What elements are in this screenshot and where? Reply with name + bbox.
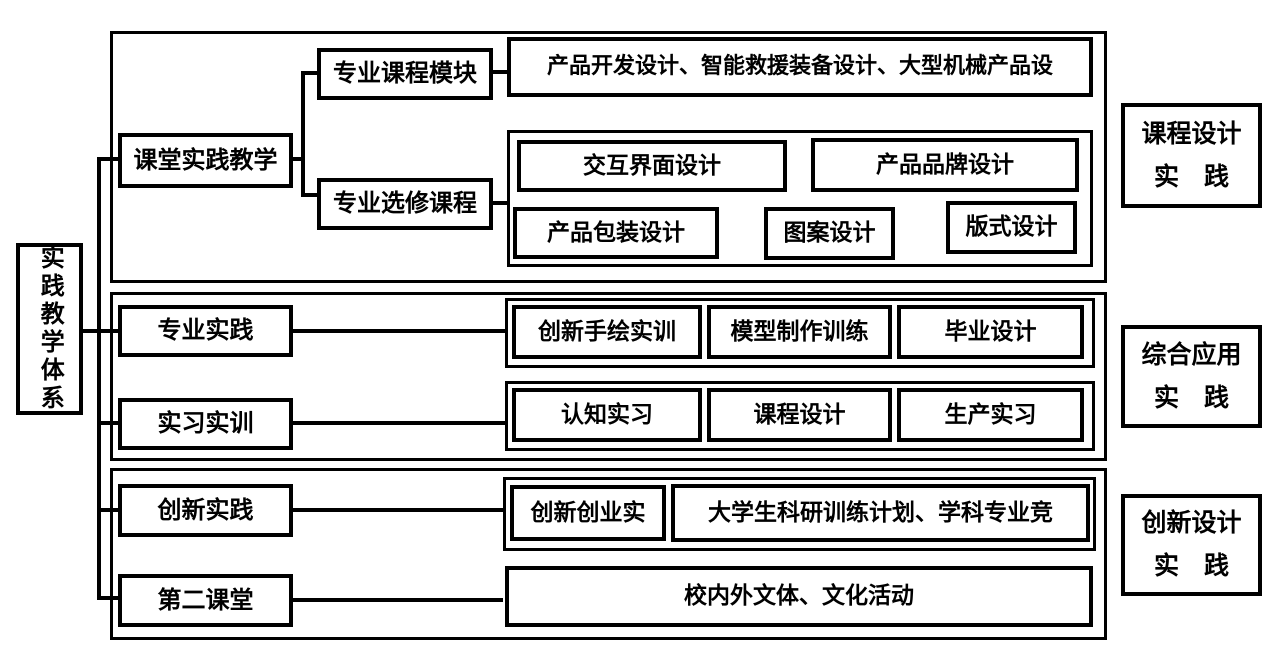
course-graduation-design: 毕业设计	[897, 305, 1084, 359]
course-pattern-design: 图案设计	[764, 207, 895, 260]
connector-second-class-courses	[292, 598, 503, 602]
connector-root-to-trunk	[83, 329, 101, 333]
course-interactive-interface-design: 交互界面设计	[517, 140, 787, 192]
box-campus-cultural-activities: 校内外文体、文化活动	[505, 566, 1093, 627]
course-model-making-training: 模型制作训练	[707, 305, 892, 359]
connector-innovation-courses	[292, 508, 503, 512]
node-professional-practice: 专业实践	[118, 305, 293, 357]
connector-module-courses	[493, 70, 507, 74]
course-production-internship: 生产实习	[897, 388, 1084, 442]
course-layout-design: 版式设计	[946, 201, 1077, 254]
connector-classroom-subtrunk	[301, 71, 305, 197]
node-major-course-module: 专业课程模块	[317, 48, 493, 100]
course-product-packaging-design: 产品包装设计	[513, 207, 719, 259]
connector-trunk-second-class	[97, 596, 120, 600]
connector-trunk-innovation	[97, 508, 120, 512]
node-second-classroom: 第二课堂	[118, 574, 293, 627]
connector-elective-courses	[493, 201, 507, 205]
connector-main-trunk	[97, 157, 101, 600]
label-innovation-design-practice-line1: 创新设计	[1141, 508, 1242, 538]
connector-trunk-professional	[97, 329, 120, 333]
node-classroom-practice-teaching: 课堂实践教学	[118, 133, 293, 188]
node-innovation-practice: 创新实践	[118, 484, 293, 537]
label-course-design-practice-line2: 实 践	[1153, 161, 1229, 191]
label-comprehensive-application-practice: 综合应用 实 践	[1121, 325, 1262, 428]
connector-internship-courses	[292, 421, 505, 425]
connector-subtrunk-elective	[301, 193, 317, 197]
connector-classroom-to-subtrunk	[293, 157, 305, 161]
course-innovation-entrepreneurship: 创新创业实	[510, 485, 666, 541]
group-professional-courses	[505, 298, 1095, 368]
course-research-training-competition: 大学生科研训练计划、学科专业竞	[671, 484, 1090, 542]
connector-subtrunk-module	[301, 71, 317, 75]
label-course-design-practice-line1: 课程设计	[1141, 118, 1242, 148]
container-comprehensive-practice	[110, 292, 1107, 461]
course-product-brand-design: 产品品牌设计	[811, 138, 1079, 192]
course-course-design: 课程设计	[707, 388, 892, 442]
course-cognitive-internship: 认知实习	[512, 388, 702, 442]
group-internship-courses	[505, 381, 1095, 451]
group-innovation-courses	[503, 477, 1096, 551]
box-module-course-list: 产品开发设计、智能救援装备设计、大型机械产品设	[507, 37, 1093, 97]
group-elective-courses	[507, 130, 1093, 267]
label-course-design-practice: 课程设计 实 践	[1121, 103, 1262, 208]
node-internship-training: 实习实训	[118, 398, 293, 450]
container-innovation-practice	[110, 468, 1107, 640]
root-node-practice-teaching-system: 实践教学体系	[16, 243, 83, 415]
label-innovation-design-practice: 创新设计 实 践	[1121, 494, 1262, 596]
label-innovation-design-practice-line2: 实 践	[1153, 551, 1229, 580]
label-comprehensive-application-practice-line1: 综合应用	[1141, 339, 1242, 369]
node-major-elective-course: 专业选修课程	[317, 178, 493, 230]
connector-professional-courses	[292, 329, 505, 333]
connector-trunk-internship	[97, 421, 120, 425]
course-innovative-sketch-training: 创新手绘实训	[512, 305, 702, 359]
label-comprehensive-application-practice-line2: 实 践	[1153, 382, 1229, 412]
connector-trunk-classroom	[97, 157, 120, 161]
